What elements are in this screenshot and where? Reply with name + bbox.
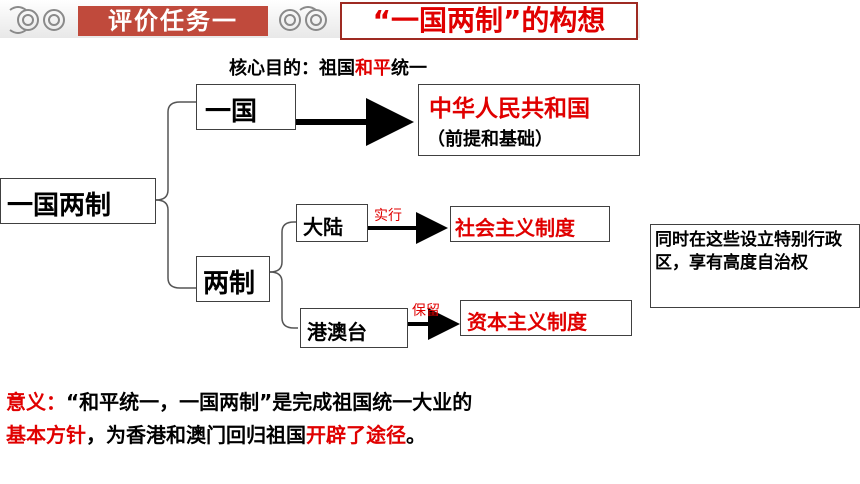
mainland-label: 大陆 (303, 215, 343, 239)
meaning-line2-end: 。 (406, 423, 426, 447)
meaning-paragraph: 意义：“和平统一，一国两制”是完成祖国统一大业的 基本方针，为香港和澳门回归祖国… (6, 386, 472, 452)
swirl-ornament-left (9, 6, 65, 34)
root-label: 一国两制 (7, 191, 112, 221)
core-purpose: 核心目的：祖国和平统一 (229, 54, 427, 80)
sar-note-box: 同时在这些设立特别行政区，享有高度自治权 (650, 224, 860, 308)
systems-brace (269, 221, 298, 329)
prc-box: 中华人民共和国 （前提和基础） (418, 84, 640, 156)
root-brace (155, 101, 196, 289)
socialism-box: 社会主义制度 (450, 206, 610, 242)
prc-note: （前提和基础） (427, 129, 553, 150)
core-purpose-suffix: 统一 (391, 58, 427, 79)
meaning-line2-text: ，为香港和澳门回归祖国 (86, 423, 306, 447)
two-systems-box: 两制 (196, 256, 270, 302)
socialism-label: 社会主义制度 (455, 216, 575, 240)
swirl-ornament-right (279, 6, 327, 31)
hmt-box: 港澳台 (300, 308, 408, 348)
hmt-label: 港澳台 (307, 320, 367, 344)
mainland-action: 实行 (374, 208, 402, 224)
mainland-box: 大陆 (296, 204, 368, 242)
meaning-label: 意义： (6, 390, 66, 414)
page-title: “一国两制”的构想 (340, 2, 638, 40)
task-badge: 评价任务一 (78, 6, 268, 36)
hmt-action: 保留 (412, 303, 440, 319)
core-purpose-prefix: 核心目的：祖国 (229, 58, 355, 79)
meaning-highlight-2: 开辟了途径 (306, 423, 406, 447)
ornament-decoration (9, 6, 327, 34)
capitalism-box: 资本主义制度 (460, 300, 632, 336)
meaning-line-1: 意义：“和平统一，一国两制”是完成祖国统一大业的 (6, 386, 472, 419)
two-systems-label: 两制 (203, 269, 256, 299)
one-country-label: 一国 (205, 97, 258, 127)
one-country-box: 一国 (196, 84, 296, 130)
meaning-line1-text: “和平统一，一国两制”是完成祖国统一大业的 (66, 390, 473, 414)
meaning-highlight-1: 基本方针 (6, 423, 86, 447)
sar-note: 同时在这些设立特别行政区，享有高度自治权 (655, 230, 842, 273)
prc-title: 中华人民共和国 (429, 96, 590, 122)
core-purpose-highlight: 和平 (355, 58, 391, 79)
meaning-line-2: 基本方针，为香港和澳门回归祖国开辟了途径。 (6, 419, 472, 452)
capitalism-label: 资本主义制度 (467, 310, 587, 334)
root-box: 一国两制 (0, 178, 156, 224)
